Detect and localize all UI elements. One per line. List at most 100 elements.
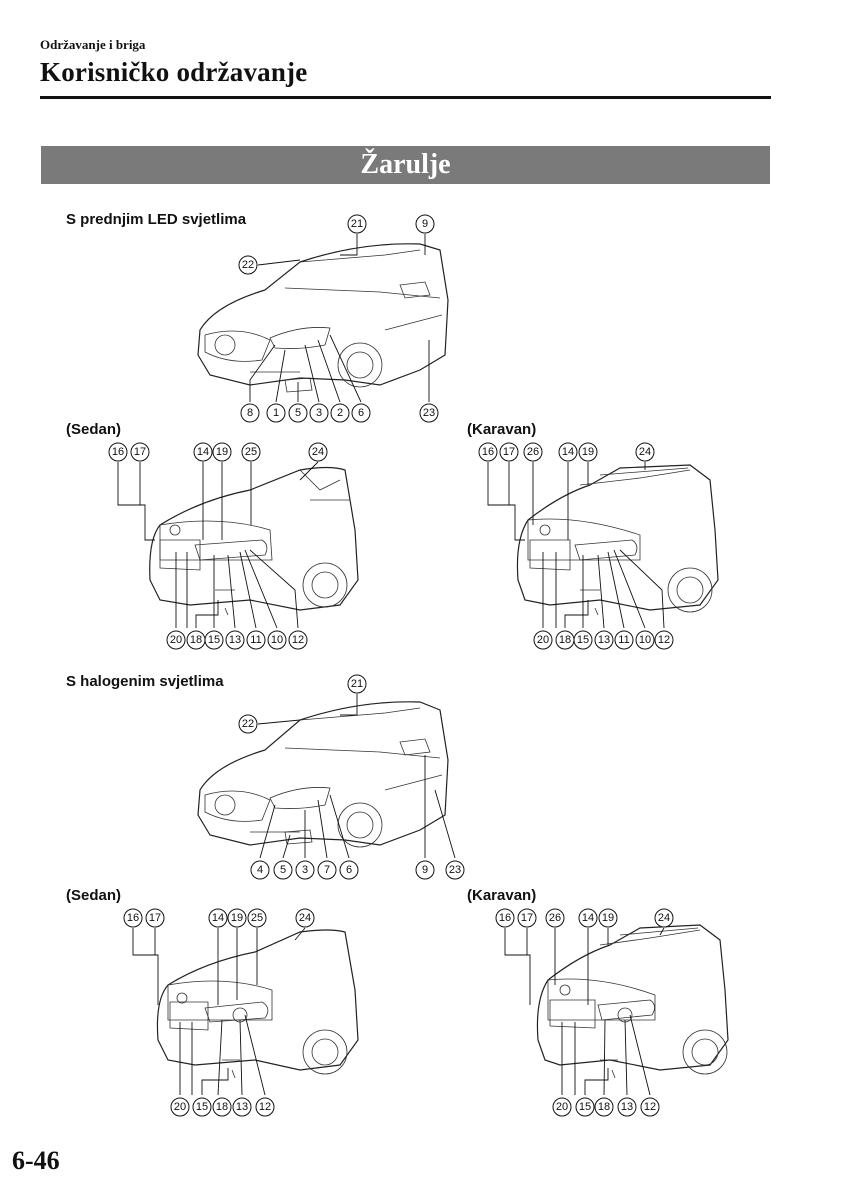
svg-text:6: 6 [358, 407, 364, 419]
callout-12: 12 [640, 1097, 660, 1117]
page-title: Korisničko održavanje [40, 57, 308, 87]
callout-14: 14 [558, 442, 578, 462]
car-front-view-halogen [197, 701, 449, 848]
callout-13: 13 [232, 1097, 252, 1117]
callout-17: 17 [130, 442, 150, 462]
callout-19: 19 [578, 442, 598, 462]
callout-24: 24 [654, 908, 674, 928]
svg-text:24: 24 [312, 446, 324, 458]
car-rear-view-led-sedan [149, 466, 359, 616]
callout-16: 16 [478, 442, 498, 462]
callout-2: 2 [330, 403, 350, 423]
callout-3: 3 [309, 403, 329, 423]
svg-text:12: 12 [658, 634, 670, 646]
svg-text:15: 15 [208, 634, 220, 646]
svg-text:23: 23 [449, 864, 461, 876]
svg-text:1: 1 [273, 407, 279, 419]
svg-text:22: 22 [242, 259, 254, 271]
callout-20: 20 [166, 630, 186, 650]
callout-24: 24 [635, 442, 655, 462]
callout-15: 15 [204, 630, 224, 650]
callout-12: 12 [255, 1097, 275, 1117]
callout-21: 21 [347, 674, 367, 694]
callout-13: 13 [225, 630, 245, 650]
svg-text:19: 19 [231, 912, 243, 924]
svg-text:13: 13 [621, 1101, 633, 1113]
leader-lines [117, 234, 665, 1096]
callout-5: 5 [288, 403, 308, 423]
breadcrumb: Održavanje i briga [40, 37, 146, 52]
callout-12: 12 [288, 630, 308, 650]
svg-text:13: 13 [236, 1101, 248, 1113]
callout-26: 26 [545, 908, 565, 928]
callout-14: 14 [578, 908, 598, 928]
callout-19: 19 [598, 908, 618, 928]
callout-15: 15 [573, 630, 593, 650]
svg-text:17: 17 [521, 912, 533, 924]
svg-text:18: 18 [216, 1101, 228, 1113]
svg-text:10: 10 [639, 634, 651, 646]
led-sedan-label: (Sedan) [66, 421, 122, 438]
callout-22: 22 [238, 714, 258, 734]
svg-text:14: 14 [562, 446, 574, 458]
svg-text:14: 14 [197, 446, 209, 458]
svg-text:11: 11 [618, 634, 629, 646]
title-rule [40, 96, 771, 99]
callout-16: 16 [495, 908, 515, 928]
svg-text:11: 11 [250, 634, 261, 646]
callout-1: 1 [266, 403, 286, 423]
callout-17: 17 [517, 908, 537, 928]
callout-23: 23 [419, 403, 439, 423]
svg-text:5: 5 [295, 407, 301, 419]
halogen-sedan-label: (Sedan) [66, 887, 122, 904]
svg-text:21: 21 [351, 218, 363, 230]
callout-19: 19 [227, 908, 247, 928]
svg-text:2: 2 [337, 407, 343, 419]
callout-6: 6 [351, 403, 371, 423]
svg-text:9: 9 [422, 864, 428, 876]
callout-20: 20 [170, 1097, 190, 1117]
svg-text:17: 17 [134, 446, 146, 458]
svg-text:20: 20 [170, 634, 182, 646]
svg-text:24: 24 [658, 912, 670, 924]
callout-21: 21 [347, 214, 367, 234]
svg-text:8: 8 [247, 407, 253, 419]
car-rear-view-halogen-sedan [156, 929, 359, 1079]
svg-text:15: 15 [579, 1101, 591, 1113]
callout-10: 10 [635, 630, 655, 650]
callout-14: 14 [208, 908, 228, 928]
svg-text:18: 18 [559, 634, 571, 646]
halogen-heading: S halogenim svjetlima [66, 673, 224, 690]
svg-text:7: 7 [324, 864, 330, 876]
callout-20: 20 [533, 630, 553, 650]
callout-13: 13 [617, 1097, 637, 1117]
callout-20: 20 [552, 1097, 572, 1117]
svg-text:18: 18 [598, 1101, 610, 1113]
callout-25: 25 [247, 908, 267, 928]
led-heading: S prednjim LED svjetlima [66, 211, 247, 228]
callout-11: 11 [246, 630, 266, 650]
svg-text:23: 23 [423, 407, 435, 419]
svg-text:13: 13 [229, 634, 241, 646]
svg-text:26: 26 [527, 446, 539, 458]
svg-text:16: 16 [112, 446, 124, 458]
callout-9: 9 [415, 214, 435, 234]
svg-text:17: 17 [149, 912, 161, 924]
svg-text:24: 24 [299, 912, 311, 924]
svg-text:20: 20 [556, 1101, 568, 1113]
svg-text:9: 9 [422, 218, 428, 230]
svg-text:16: 16 [482, 446, 494, 458]
svg-text:25: 25 [245, 446, 257, 458]
svg-text:26: 26 [549, 912, 561, 924]
callout-25: 25 [241, 442, 261, 462]
car-rear-view-halogen-wagon [536, 924, 729, 1079]
callout-9: 9 [415, 860, 435, 880]
svg-text:20: 20 [537, 634, 549, 646]
callout-7: 7 [317, 860, 337, 880]
callout-4: 4 [250, 860, 270, 880]
callout-12: 12 [654, 630, 674, 650]
callout-8: 8 [240, 403, 260, 423]
svg-text:14: 14 [582, 912, 594, 924]
